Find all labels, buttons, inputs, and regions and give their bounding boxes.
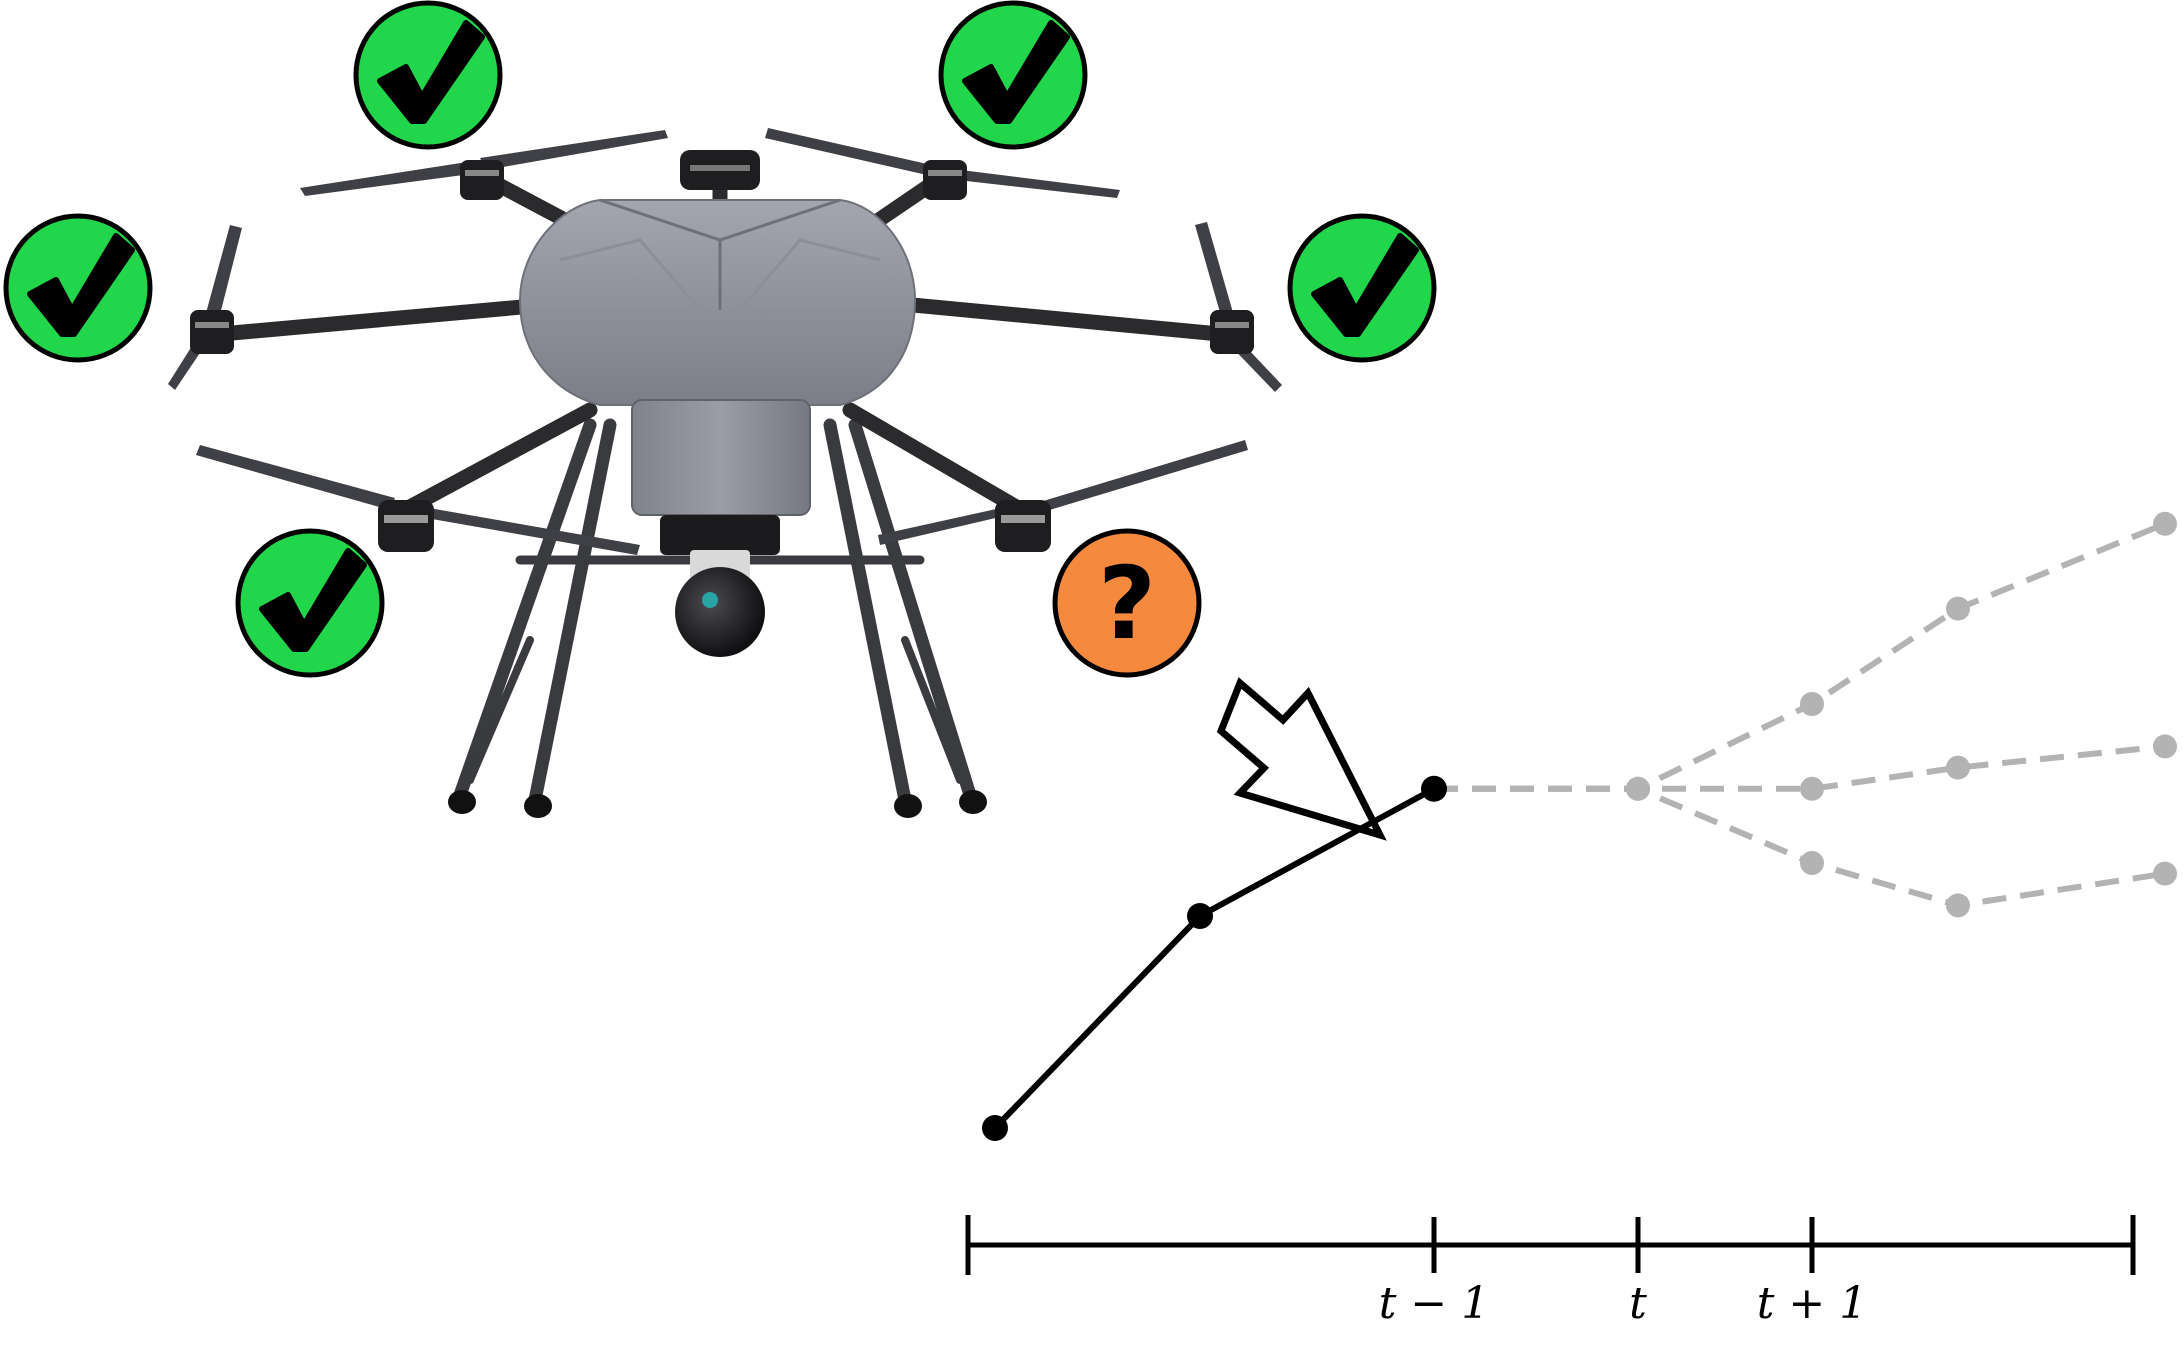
forecast-branches	[1434, 512, 2177, 918]
tick-label-t-plus-1: t + 1	[1757, 1278, 1868, 1329]
rotor-ok-badge	[941, 3, 1085, 147]
propeller-right	[1195, 222, 1282, 392]
forecast-point	[1800, 777, 1824, 801]
history-line	[995, 789, 1434, 1128]
forecast-point	[2153, 734, 2177, 758]
rotor-ok-badge	[6, 216, 150, 360]
question-icon: ?	[1098, 545, 1156, 662]
forecast-point	[1946, 597, 1970, 621]
rotor-ok-badge	[1290, 216, 1434, 360]
forecast-point	[1800, 692, 1824, 716]
forecast-branch-line	[1434, 746, 2165, 788]
tick-label-t-minus-1: t − 1	[1379, 1278, 1490, 1329]
pointer-arrow	[1221, 683, 1380, 835]
time-axis	[968, 1215, 2133, 1275]
forecast-branch-line	[1434, 524, 2165, 789]
forecast-point	[1626, 777, 1650, 801]
history-point	[1421, 776, 1447, 802]
forecast-point	[1800, 851, 1824, 875]
forecast-point	[1946, 756, 1970, 780]
rotor-ok-badge	[356, 3, 500, 147]
rotor-ok-badge	[238, 531, 382, 675]
tick-label-t: t	[1629, 1278, 1647, 1329]
hexacopter-drone	[168, 128, 1282, 818]
rotor-unknown-badge: ?	[1055, 531, 1199, 675]
badge-circle	[238, 531, 382, 675]
badge-circle	[6, 216, 150, 360]
forecast-point	[2153, 862, 2177, 886]
history-point	[982, 1115, 1008, 1141]
landing-feet	[448, 790, 987, 818]
badge-circle	[1290, 216, 1434, 360]
badge-circle	[356, 3, 500, 147]
history-point	[1187, 903, 1213, 929]
forecast-point	[1946, 893, 1970, 917]
badge-circle	[941, 3, 1085, 147]
propeller-left	[168, 225, 242, 390]
forecast-point	[2153, 512, 2177, 536]
forecast-branch-line	[1434, 789, 2165, 906]
